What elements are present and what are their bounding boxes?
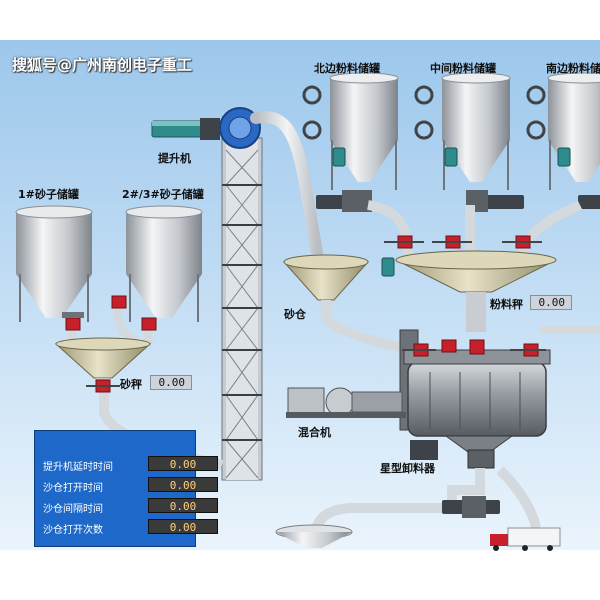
label-sand-scale: 砂秤 bbox=[120, 378, 142, 391]
sand-tank-1[interactable] bbox=[15, 205, 93, 322]
label-sand-tank-2-3: 2#/3#砂子储罐 bbox=[122, 188, 204, 201]
discharge-screw-motor[interactable] bbox=[442, 496, 500, 518]
label-star-valve: 星型卸料器 bbox=[380, 462, 435, 475]
label-powder-scale: 粉料秤 bbox=[490, 298, 523, 311]
panel-label: 提升机延时时间 bbox=[43, 462, 113, 473]
sandbin-to-mixer-pipe bbox=[321, 300, 406, 353]
valve-south-silo[interactable] bbox=[502, 235, 542, 249]
panel-label: 沙仓打开时间 bbox=[43, 483, 103, 494]
panel-label: 沙仓间隔时间 bbox=[43, 504, 103, 515]
mixer-drive[interactable] bbox=[286, 387, 406, 418]
watermark-text: 搜狐号@广州南创电子重工 bbox=[12, 56, 193, 74]
valve-north-silo[interactable] bbox=[384, 235, 424, 249]
sandbin-interval-input[interactable]: 0.00 bbox=[148, 498, 218, 513]
south-screw-motor[interactable] bbox=[578, 195, 600, 209]
valve-middle-silo[interactable] bbox=[432, 235, 472, 249]
powder-scale-actuator[interactable] bbox=[381, 257, 395, 277]
powder-scale-hopper[interactable] bbox=[395, 250, 557, 332]
valve-sandbin-mixer[interactable] bbox=[402, 343, 436, 357]
south-silo-actuator[interactable] bbox=[557, 147, 571, 167]
label-sand-tank-1: 1#砂子储罐 bbox=[18, 188, 79, 201]
label-north-silo: 北边粉料储罐 bbox=[314, 62, 380, 75]
panel-label: 沙仓打开次数 bbox=[43, 525, 103, 536]
north-powder-silo[interactable] bbox=[302, 72, 399, 190]
parameter-panel: 提升机延时时间 0.00 沙仓打开时间 0.00 沙仓间隔时间 0.00 沙仓打… bbox=[34, 430, 218, 547]
panel-row-elevator-delay: 提升机延时时间 0.00 bbox=[35, 455, 218, 475]
elevator-delay-input[interactable]: 0.00 bbox=[148, 456, 218, 471]
panel-row-sandbin-open-count: 沙仓打开次数 0.00 bbox=[35, 518, 218, 538]
star-discharge-valve[interactable] bbox=[410, 440, 495, 469]
sandbin-open-time-input[interactable]: 0.00 bbox=[148, 477, 218, 492]
valves bbox=[62, 235, 546, 393]
valve-powder-mixer-2[interactable] bbox=[469, 339, 485, 355]
sand-scale-value: 0.00 bbox=[150, 375, 192, 390]
valve-sand-tank-2[interactable] bbox=[111, 295, 127, 309]
sand-tank-2-3[interactable] bbox=[125, 205, 203, 322]
powder-scale-value: 0.00 bbox=[530, 295, 572, 310]
sandbin-open-count-input[interactable]: 0.00 bbox=[148, 519, 218, 534]
north-silo-actuator[interactable] bbox=[332, 147, 346, 167]
valve-sand-tank-3[interactable] bbox=[141, 317, 157, 331]
label-elevator: 提升机 bbox=[158, 152, 191, 165]
label-south-silo: 南边粉料储 bbox=[546, 62, 600, 75]
valve-water-mixer[interactable] bbox=[510, 343, 546, 357]
valve-sand-scale[interactable] bbox=[86, 379, 120, 393]
sand-bin-hopper[interactable] bbox=[282, 254, 370, 301]
mixer[interactable] bbox=[399, 329, 551, 453]
elevator-to-sandbin-pipe bbox=[250, 111, 324, 264]
label-sand-bin: 砂仓 bbox=[284, 308, 306, 321]
bucket-elevator bbox=[151, 107, 263, 481]
label-mixer: 混合机 bbox=[298, 426, 331, 439]
panel-row-sandbin-interval: 沙仓间隔时间 0.00 bbox=[35, 497, 218, 517]
label-middle-silo: 中间粉料储罐 bbox=[430, 62, 496, 75]
valve-sand-tank-1[interactable] bbox=[62, 312, 84, 331]
truck-icon bbox=[490, 527, 561, 551]
bottom-funnel bbox=[275, 524, 353, 548]
middle-powder-silo[interactable] bbox=[414, 72, 511, 190]
middle-silo-actuator[interactable] bbox=[444, 147, 458, 167]
valve-powder-mixer-1[interactable] bbox=[441, 339, 457, 353]
panel-row-sandbin-open-time: 沙仓打开时间 0.00 bbox=[35, 476, 218, 496]
north-screw-motor[interactable] bbox=[316, 190, 372, 212]
